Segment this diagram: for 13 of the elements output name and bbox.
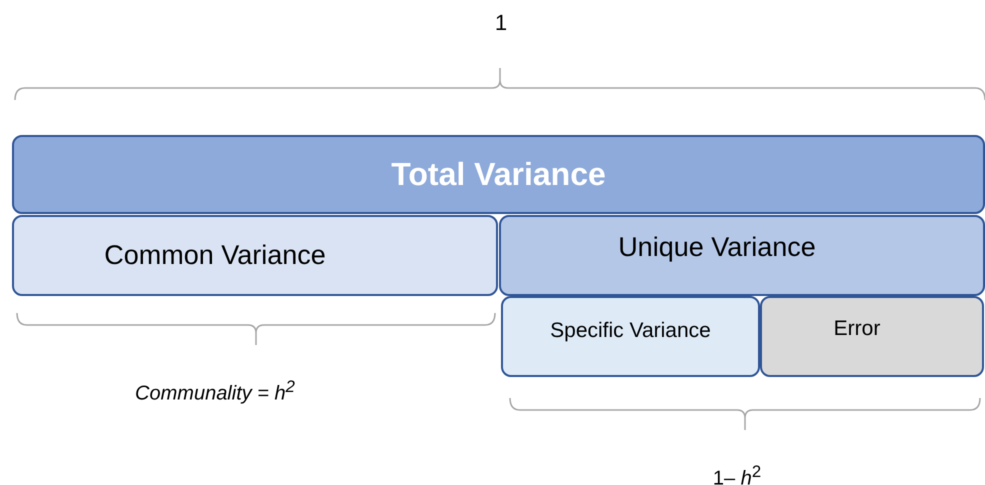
category-box [499, 215, 985, 296]
box-label: Error [834, 316, 880, 340]
box-label: Specific Variance [550, 318, 711, 342]
component-box [760, 296, 984, 377]
header-bar [12, 135, 985, 214]
box-label: Total Variance [391, 156, 606, 193]
brace-label: Communality = h$^{2}$ [135, 377, 295, 406]
box-label: Common Variance [104, 240, 326, 271]
total-label: 1 [494, 10, 508, 36]
box-label: Unique Variance [618, 232, 816, 263]
category-box [12, 215, 498, 296]
brace-label: 1– h$^{2}$ [712, 462, 762, 485]
component-box [501, 296, 760, 377]
